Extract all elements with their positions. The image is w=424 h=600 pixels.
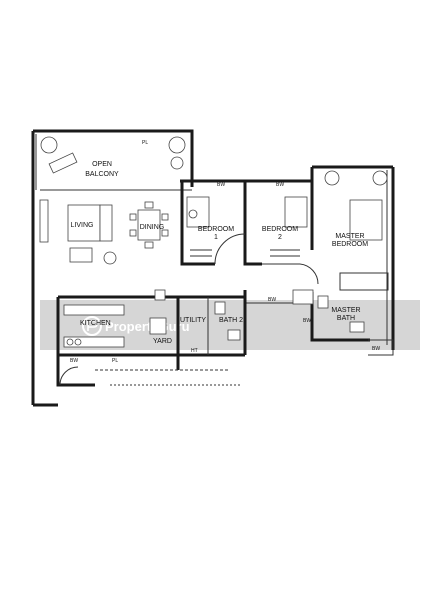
bw-master-bath-mark: BW [303, 318, 311, 324]
basin-icon [227, 329, 241, 341]
bw-kitchen-mark: BW [70, 358, 78, 364]
wardrobe-1 [190, 249, 212, 257]
stove-icon [66, 338, 74, 346]
plant-icon [372, 170, 388, 186]
master-wardrobe [339, 272, 389, 291]
yard-label: YARD [153, 338, 172, 345]
toilet-icon [214, 301, 226, 315]
bedroom-2-label-b: 2 [278, 234, 282, 241]
bedroom-partition [243, 181, 262, 266]
chair-icon [129, 229, 137, 237]
pillow-icon [188, 209, 198, 219]
wardrobe-2 [270, 249, 300, 257]
sofa-icon [67, 204, 101, 242]
propertyguru-logo: PropertyGuru [82, 316, 190, 336]
bed-2-icon [284, 196, 308, 228]
chair-icon [144, 201, 154, 209]
toilet-icon [317, 295, 329, 309]
kitchen-counter-2 [63, 336, 125, 348]
master-top-wall [310, 165, 393, 181]
main-door [59, 366, 79, 386]
lounger-icon [48, 152, 78, 174]
washer-icon [154, 289, 166, 301]
bedroom-2-label-a: BEDROOM [262, 226, 298, 233]
master-door [299, 263, 319, 285]
kitchen-label: KITCHEN [80, 320, 111, 327]
chair-icon [144, 241, 154, 249]
plant-icon [168, 136, 186, 154]
master-bath-label-b: BATH [337, 315, 355, 322]
bw-bed1-mark: BW [217, 182, 225, 188]
kitchen-counter [63, 304, 125, 316]
chair-icon [161, 213, 169, 221]
living-label: LIVING [71, 222, 94, 229]
basin-icon [349, 321, 365, 333]
pl-top-mark: PL [142, 140, 148, 146]
sofa-arm [99, 204, 113, 242]
bw-right-mark: BW [372, 346, 380, 352]
watermark-brand: PropertyGuru [105, 319, 190, 334]
plant-icon [324, 170, 340, 186]
bath-2-label: BATH 2 [219, 317, 243, 324]
bedroom-1-door [214, 233, 246, 265]
coffee-table [69, 247, 93, 263]
pl-bottom-mark: PL [112, 358, 118, 364]
bed-1-icon [186, 196, 210, 228]
lamp-icon [103, 251, 117, 265]
master-bath-label-a: MASTER [331, 307, 360, 314]
dining-table [137, 209, 161, 241]
master-bedroom-label-a: MASTER [335, 233, 364, 240]
tv-console [39, 199, 49, 243]
fridge-icon [149, 317, 167, 335]
open-balcony-label-b: BALCONY [85, 171, 119, 178]
plant-icon [170, 156, 184, 170]
master-bedroom-label-b: BEDROOM [332, 241, 368, 248]
dining-label: DINING [140, 224, 165, 231]
bedroom-1-wall [180, 181, 215, 266]
master-bed-icon [349, 199, 383, 241]
plant-icon [40, 136, 58, 154]
bw-closet [368, 339, 394, 356]
chair-icon [161, 229, 169, 237]
balcony-wall [33, 129, 194, 187]
ht-mark: HT [191, 348, 198, 354]
pl-wall [56, 355, 95, 387]
bw-corridor-mark: BW [268, 297, 276, 303]
utility-label: UTILITY [180, 317, 206, 324]
chair-icon [129, 213, 137, 221]
bedroom-1-label-a: BEDROOM [198, 226, 234, 233]
open-balcony-label-a: OPEN [92, 161, 112, 168]
stove-icon [74, 338, 82, 346]
shower-icon [292, 289, 314, 305]
master-bath-wall [310, 292, 370, 342]
bw-bed2-mark: BW [276, 182, 284, 188]
bedroom-1-label-b: 1 [214, 234, 218, 241]
